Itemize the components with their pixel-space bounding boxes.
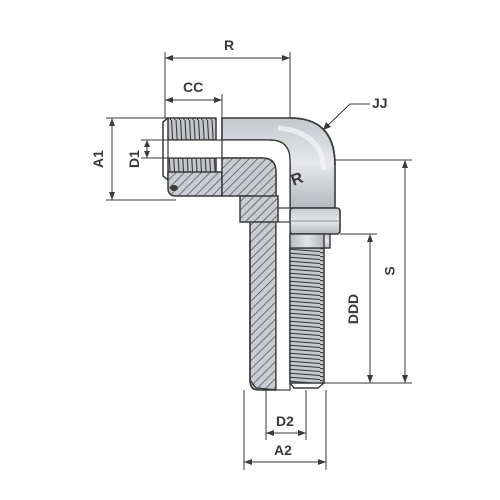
left-thread-top	[167, 117, 217, 141]
label-jj: JJ	[372, 95, 388, 111]
label-s: S	[381, 266, 398, 276]
label-ddd: DDD	[345, 293, 362, 325]
dim-jj-leader	[322, 103, 370, 131]
left-port	[162, 117, 223, 197]
label-r: R	[224, 37, 235, 53]
dimension-lines	[106, 52, 412, 470]
body-section-hatch	[221, 157, 277, 391]
vertical-leg	[249, 221, 325, 391]
vertical-thread	[289, 247, 325, 384]
label-d1: D1	[125, 150, 142, 168]
label-a1: A1	[89, 150, 106, 168]
vertical-bore	[275, 221, 291, 391]
label-d2: D2	[276, 413, 294, 429]
dimension-arrows	[109, 55, 408, 465]
left-section-hatch	[167, 171, 223, 197]
label-cc: CC	[183, 79, 204, 95]
label-a2: A2	[274, 442, 292, 458]
left-bore	[167, 139, 223, 159]
